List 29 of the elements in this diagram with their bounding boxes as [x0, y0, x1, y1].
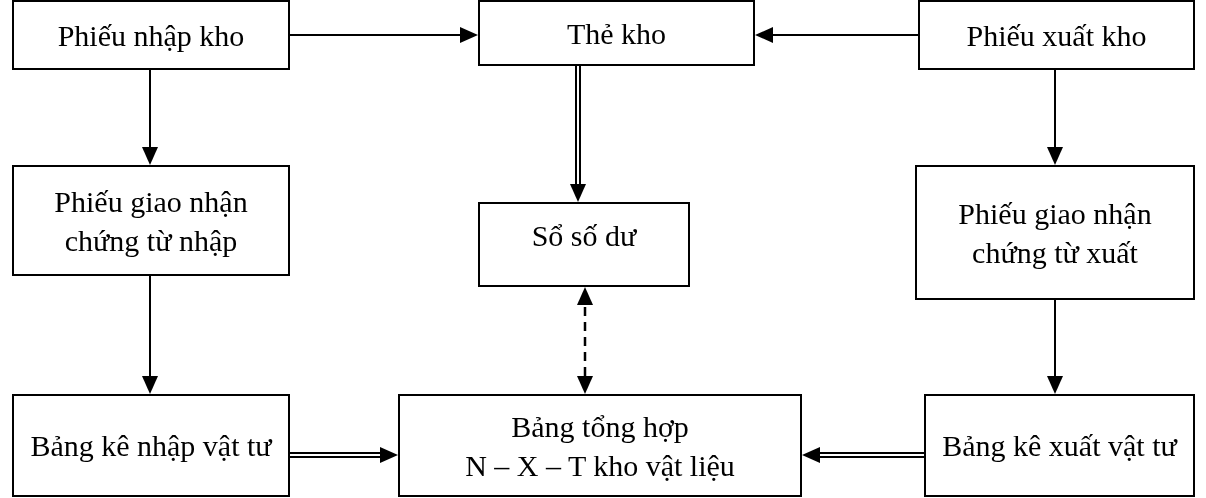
- arrow: [570, 66, 586, 202]
- arrow: [289, 27, 478, 43]
- arrow: [755, 27, 919, 43]
- box-label: Phiếu giao nhận chứng từ xuất: [957, 195, 1153, 271]
- process-box: [478, 202, 690, 287]
- process-box: [12, 0, 290, 70]
- process-box: [924, 394, 1195, 497]
- arrow: [577, 287, 593, 394]
- box-label: Thẻ kho: [566, 15, 667, 52]
- arrow: [290, 447, 398, 463]
- arrow: [1047, 299, 1063, 394]
- box-label: Sổ số dư: [531, 218, 637, 254]
- process-box: [398, 394, 802, 497]
- box-label: N – X – T kho vật liệu: [465, 447, 735, 484]
- arrow: [142, 69, 158, 165]
- box-label: Bảng kê nhập vật tư: [30, 428, 272, 464]
- box-label: Phiếu nhập kho: [57, 17, 245, 54]
- box-label: Phiếu xuất kho: [966, 17, 1147, 54]
- process-box: [478, 0, 755, 66]
- process-box: [918, 0, 1195, 70]
- process-box: [12, 165, 290, 276]
- box-label: Bảng tổng hợp: [511, 408, 689, 445]
- arrow: [1047, 69, 1063, 165]
- arrow: [802, 447, 924, 463]
- process-box: [915, 165, 1195, 300]
- box-label: Bảng kê xuất vật tư: [942, 428, 1177, 464]
- arrow: [142, 275, 158, 394]
- process-box: [12, 394, 290, 497]
- box-label: Phiếu giao nhận chứng từ nhập: [53, 183, 249, 259]
